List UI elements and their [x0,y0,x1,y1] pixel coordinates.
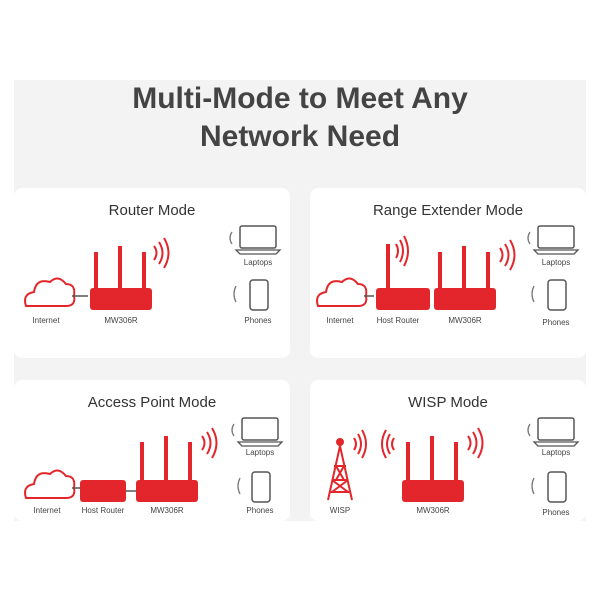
wisp-mode-title: WISP Mode [408,394,488,411]
host-router-icon [376,244,430,310]
laptops-label: Laptops [542,258,570,267]
wifi-signal-icon [395,235,409,267]
phone-icon [237,471,271,503]
internet-label: Internet [326,316,354,325]
phones-label: Phones [542,318,569,327]
wifi-signal-icon [353,429,367,459]
wifi-signal-icon [499,239,516,271]
phones-label: Phones [244,316,271,325]
router-icon [402,436,464,502]
host-router-icon [80,480,126,502]
laptop-icon [527,417,580,447]
wifi-signal-icon [467,427,484,459]
laptop-icon [527,225,580,255]
router-mode-title: Router Mode [108,202,196,219]
laptop-icon [231,417,284,447]
wifi-signal-icon [381,429,395,459]
device-label: MW306R [448,316,482,325]
host-router-label: Host Router [82,506,125,515]
phone-icon [233,279,269,311]
range-extender-mode-title: Range Extender Mode [372,202,524,219]
router-icon [434,246,496,310]
page-title: Multi-Mode to Meet Any Network Need [0,80,600,156]
wisp-mode-card: WISP Mode WISP [310,380,586,521]
cloud-icon [316,277,368,307]
access-point-mode-card: Access Point Mode Internet Host Rou [14,380,290,521]
laptops-label: Laptops [246,448,274,457]
router-mode-card: Router Mode Internet MW306R Laptops Phon… [14,188,290,358]
internet-label: Internet [33,506,61,515]
phone-icon [531,471,567,503]
device-label: MW306R [104,316,138,325]
cloud-icon [24,277,76,307]
device-label: MW306R [150,506,184,515]
wifi-signal-icon [153,237,170,269]
tower-icon [327,438,353,501]
laptops-label: Laptops [244,258,272,267]
laptops-label: Laptops [542,448,570,457]
router-icon [90,246,152,310]
access-point-mode-title: Access Point Mode [87,394,217,411]
page-title-line-1: Multi-Mode to Meet Any [132,82,468,115]
range-extender-mode-card: Range Extender Mode [310,188,586,358]
cloud-icon [24,469,76,499]
phones-label: Phones [542,508,569,517]
phone-icon [531,279,567,311]
wisp-label: WISP [330,506,350,515]
wifi-signal-icon [201,427,218,459]
page-title-line-2: Network Need [199,120,401,153]
device-label: MW306R [416,506,450,515]
phones-label: Phones [246,506,273,515]
host-router-label: Host Router [377,316,420,325]
laptop-icon [229,225,282,255]
router-icon [136,436,198,502]
internet-label: Internet [32,316,60,325]
